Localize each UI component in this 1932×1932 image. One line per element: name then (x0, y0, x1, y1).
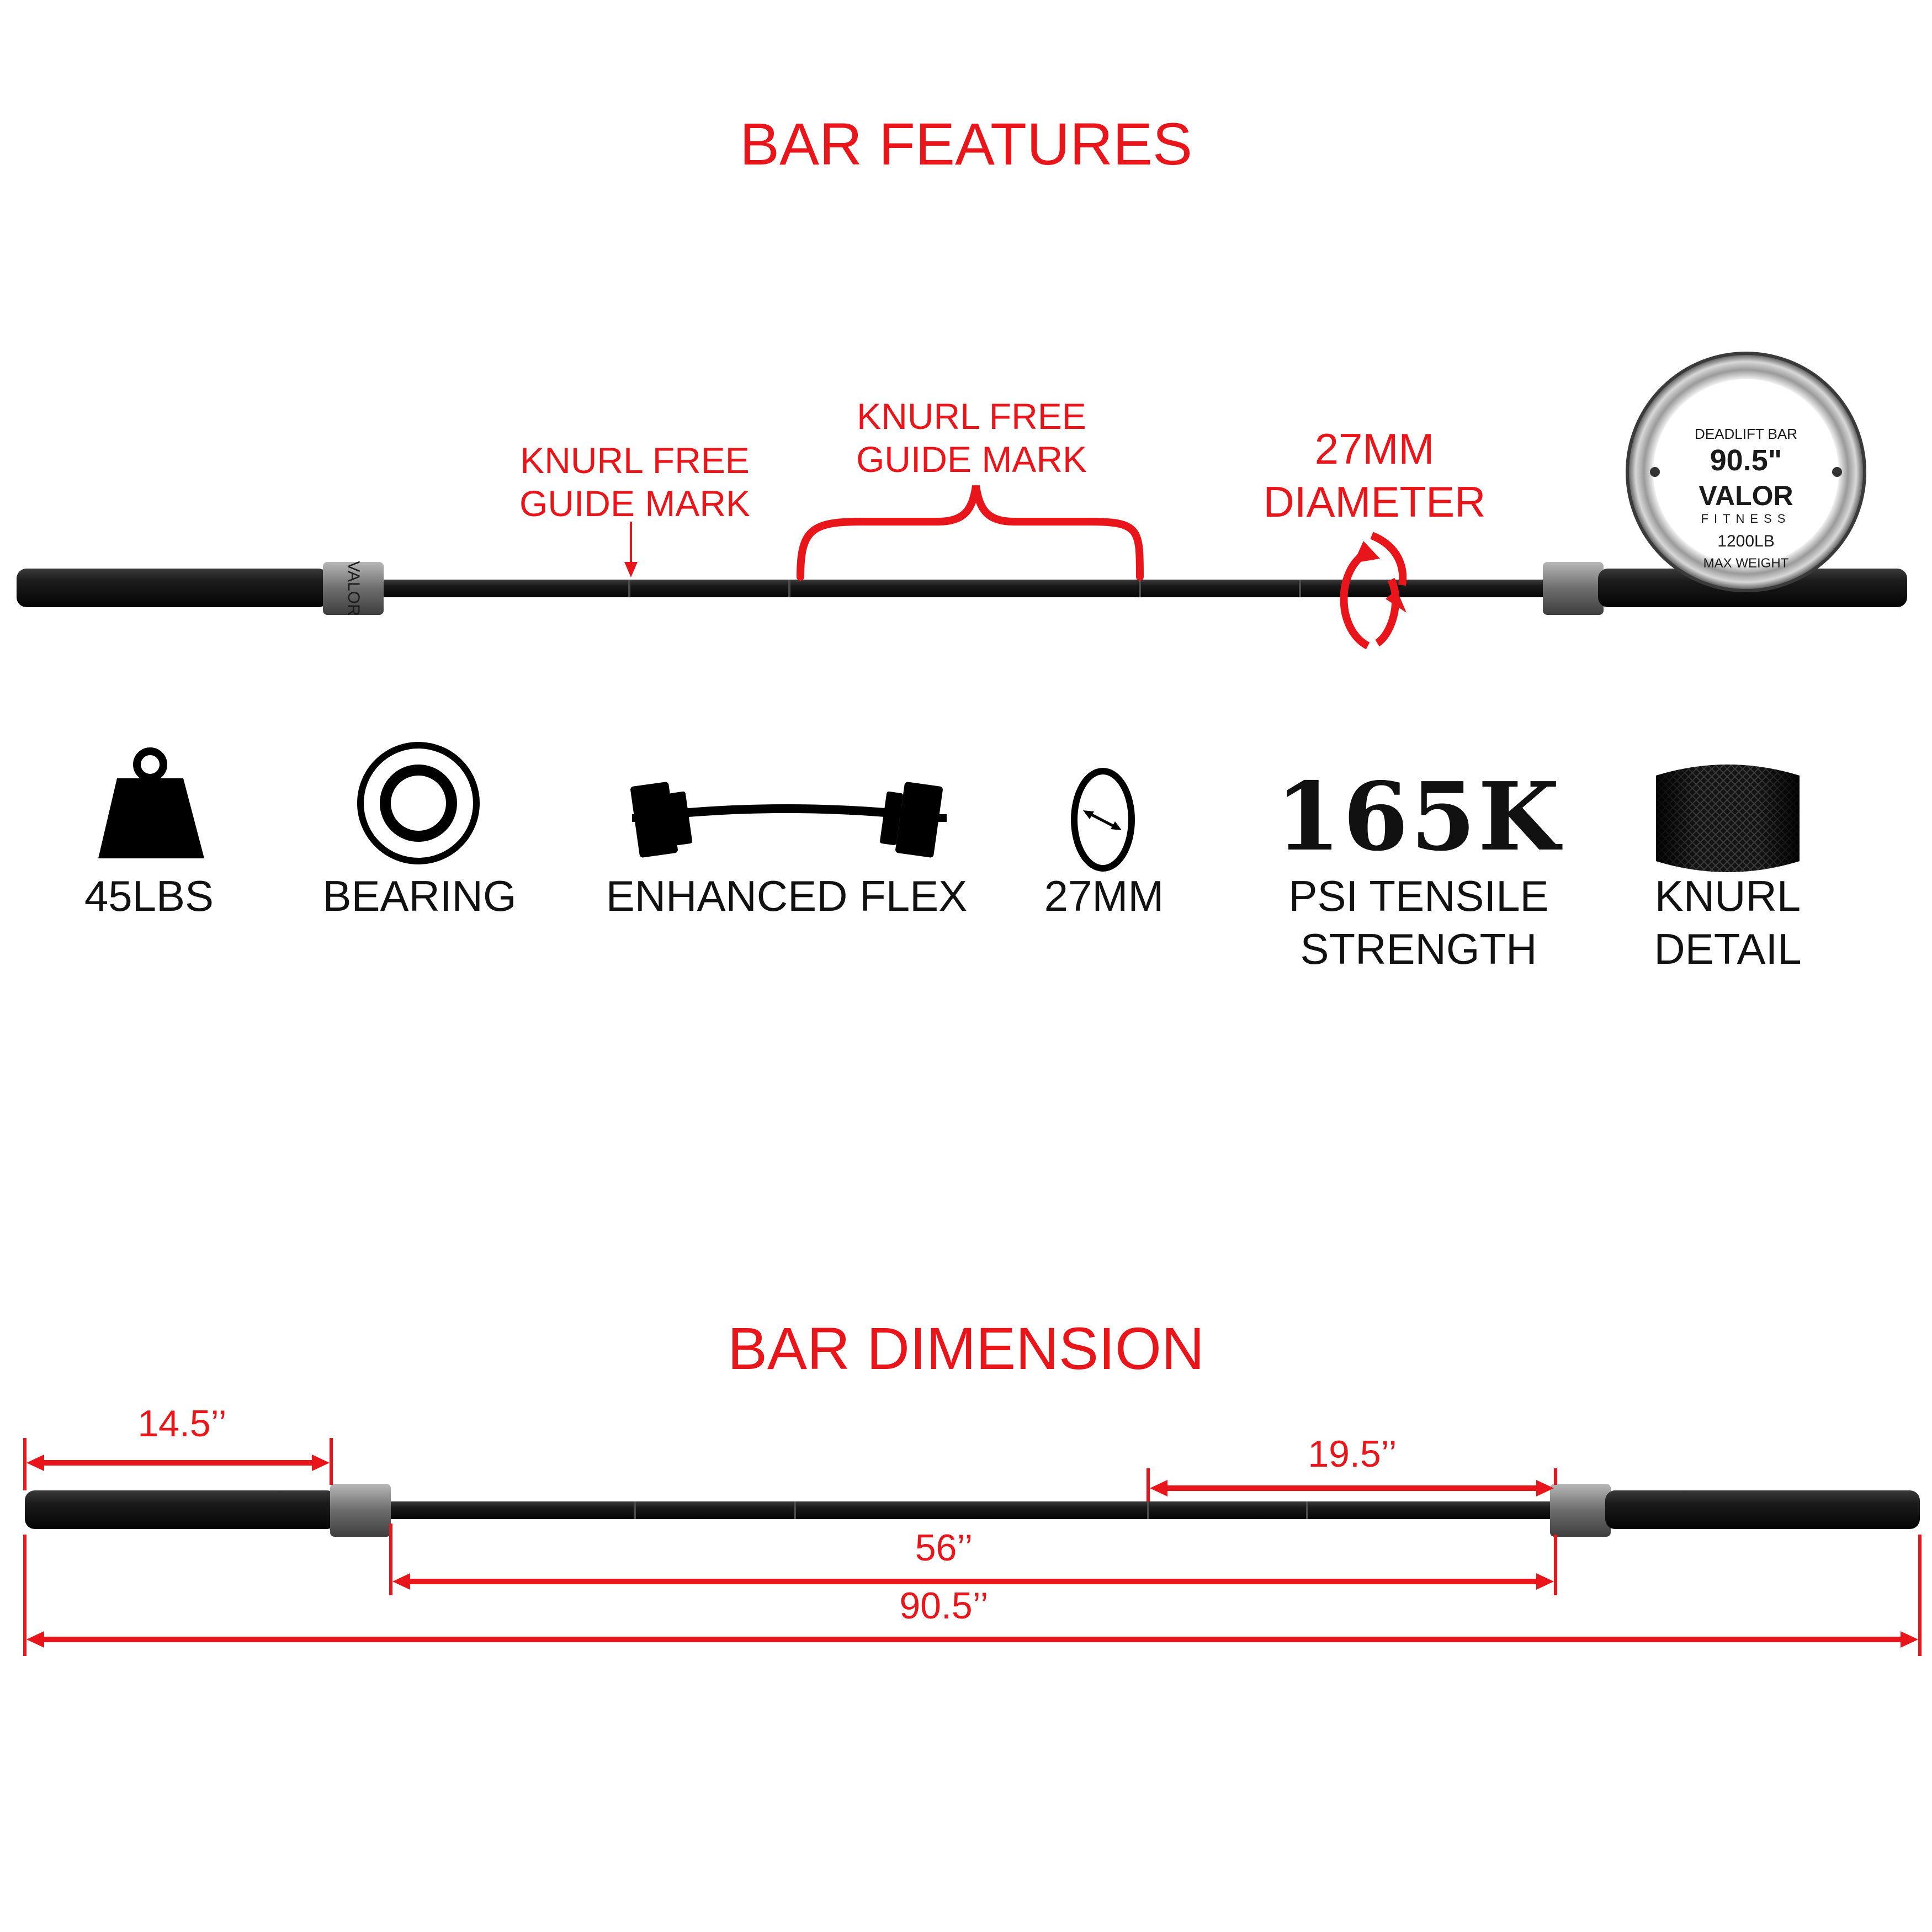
weight-label: 45LBS (39, 869, 259, 922)
diameter-icon-label-line: 27MM (1044, 872, 1164, 920)
bottom-right-sleeve (1605, 1490, 1920, 1529)
guide-mark-brace-label: KNURL FREE GUIDE MARK (834, 395, 1110, 481)
diameter-icon (1071, 768, 1135, 872)
end-cap-length: 90.5" (1710, 444, 1782, 477)
bottom-shaft (391, 1501, 1550, 1519)
guide-mark-brace-line2: GUIDE MARK (856, 439, 1087, 480)
left-collar-logo: VALOR (344, 561, 363, 615)
end-cap-top: DEADLIFT BAR (1695, 426, 1797, 442)
end-cap-brand-sub: FITNESS (1701, 512, 1791, 526)
dim-total-label: 90.5’’ (899, 1585, 989, 1627)
tensile-label-line1: PSI TENSILE (1288, 872, 1549, 920)
diameter-icon-label: 27MM (994, 869, 1214, 922)
guide-mark-brace (797, 485, 1144, 581)
features-title: BAR FEATURES (739, 110, 1193, 177)
knurl-label: KNURL DETAIL (1617, 869, 1838, 975)
guide-mark-single-line2: GUIDE MARK (519, 483, 751, 524)
flex-label: ENHANCED FLEX (580, 869, 994, 922)
bottom-left-sleeve (25, 1490, 337, 1529)
diameter-label: 27MM DIAMETER (1231, 422, 1518, 528)
end-cap-brand: VALOR (1699, 480, 1793, 511)
tensile-value: 165K (1275, 762, 1562, 872)
right-collar-ring (1543, 562, 1604, 615)
left-sleeve (17, 569, 328, 607)
guide-mark-single-line1: KNURL FREE (520, 440, 750, 481)
dimension-lines (23, 1438, 1922, 1656)
rotation-arrow-icon (1340, 532, 1407, 650)
bearing-icon (357, 742, 480, 864)
dim-guide-line (1147, 1468, 1557, 1501)
dim-sleeve-label: 14.5’’ (137, 1403, 227, 1445)
bearing-label-line: BEARING (322, 872, 517, 920)
knurl-label-line2: DETAIL (1654, 925, 1802, 973)
guide-mark-brace-line1: KNURL FREE (857, 396, 1086, 437)
knurl-label-line1: KNURL (1654, 872, 1801, 920)
knurl-texture-icon (1656, 765, 1800, 872)
bearing-label: BEARING (298, 869, 541, 922)
dim-sleeve-line (23, 1438, 333, 1490)
guide-mark-arrow (624, 522, 638, 577)
shaft (384, 580, 1543, 597)
bottom-barbell (25, 1484, 1920, 1537)
guide-mark-single-label: KNURL FREE GUIDE MARK (497, 439, 773, 525)
dim-shaft-line (389, 1524, 1557, 1595)
flexing-barbell-icon (630, 782, 947, 858)
weight-icon (98, 747, 204, 858)
top-barbell: VALOR (17, 561, 1907, 616)
dim-total-line (23, 1535, 1922, 1656)
flex-label-line: ENHANCED FLEX (606, 872, 968, 920)
end-cap: DEADLIFT BAR 90.5" VALOR FITNESS 1200LB … (1626, 352, 1866, 592)
diameter-line1: 27MM (1314, 424, 1435, 473)
weight-label-line: 45LBS (84, 872, 214, 920)
dim-shaft-label: 56’’ (915, 1527, 973, 1569)
end-cap-bottom: MAX WEIGHT (1703, 556, 1789, 571)
dim-guide-label: 19.5’’ (1308, 1433, 1397, 1475)
bottom-left-collar (330, 1484, 391, 1537)
dimension-title: BAR DIMENSION (727, 1315, 1205, 1382)
tensile-label: PSI TENSILE STRENGTH (1242, 869, 1595, 975)
bottom-right-collar (1550, 1484, 1611, 1537)
diameter-line2: DIAMETER (1263, 477, 1486, 526)
tensile-label-line2: STRENGTH (1300, 925, 1537, 973)
end-cap-capacity: 1200LB (1717, 532, 1774, 550)
left-collar-ring (323, 562, 384, 615)
